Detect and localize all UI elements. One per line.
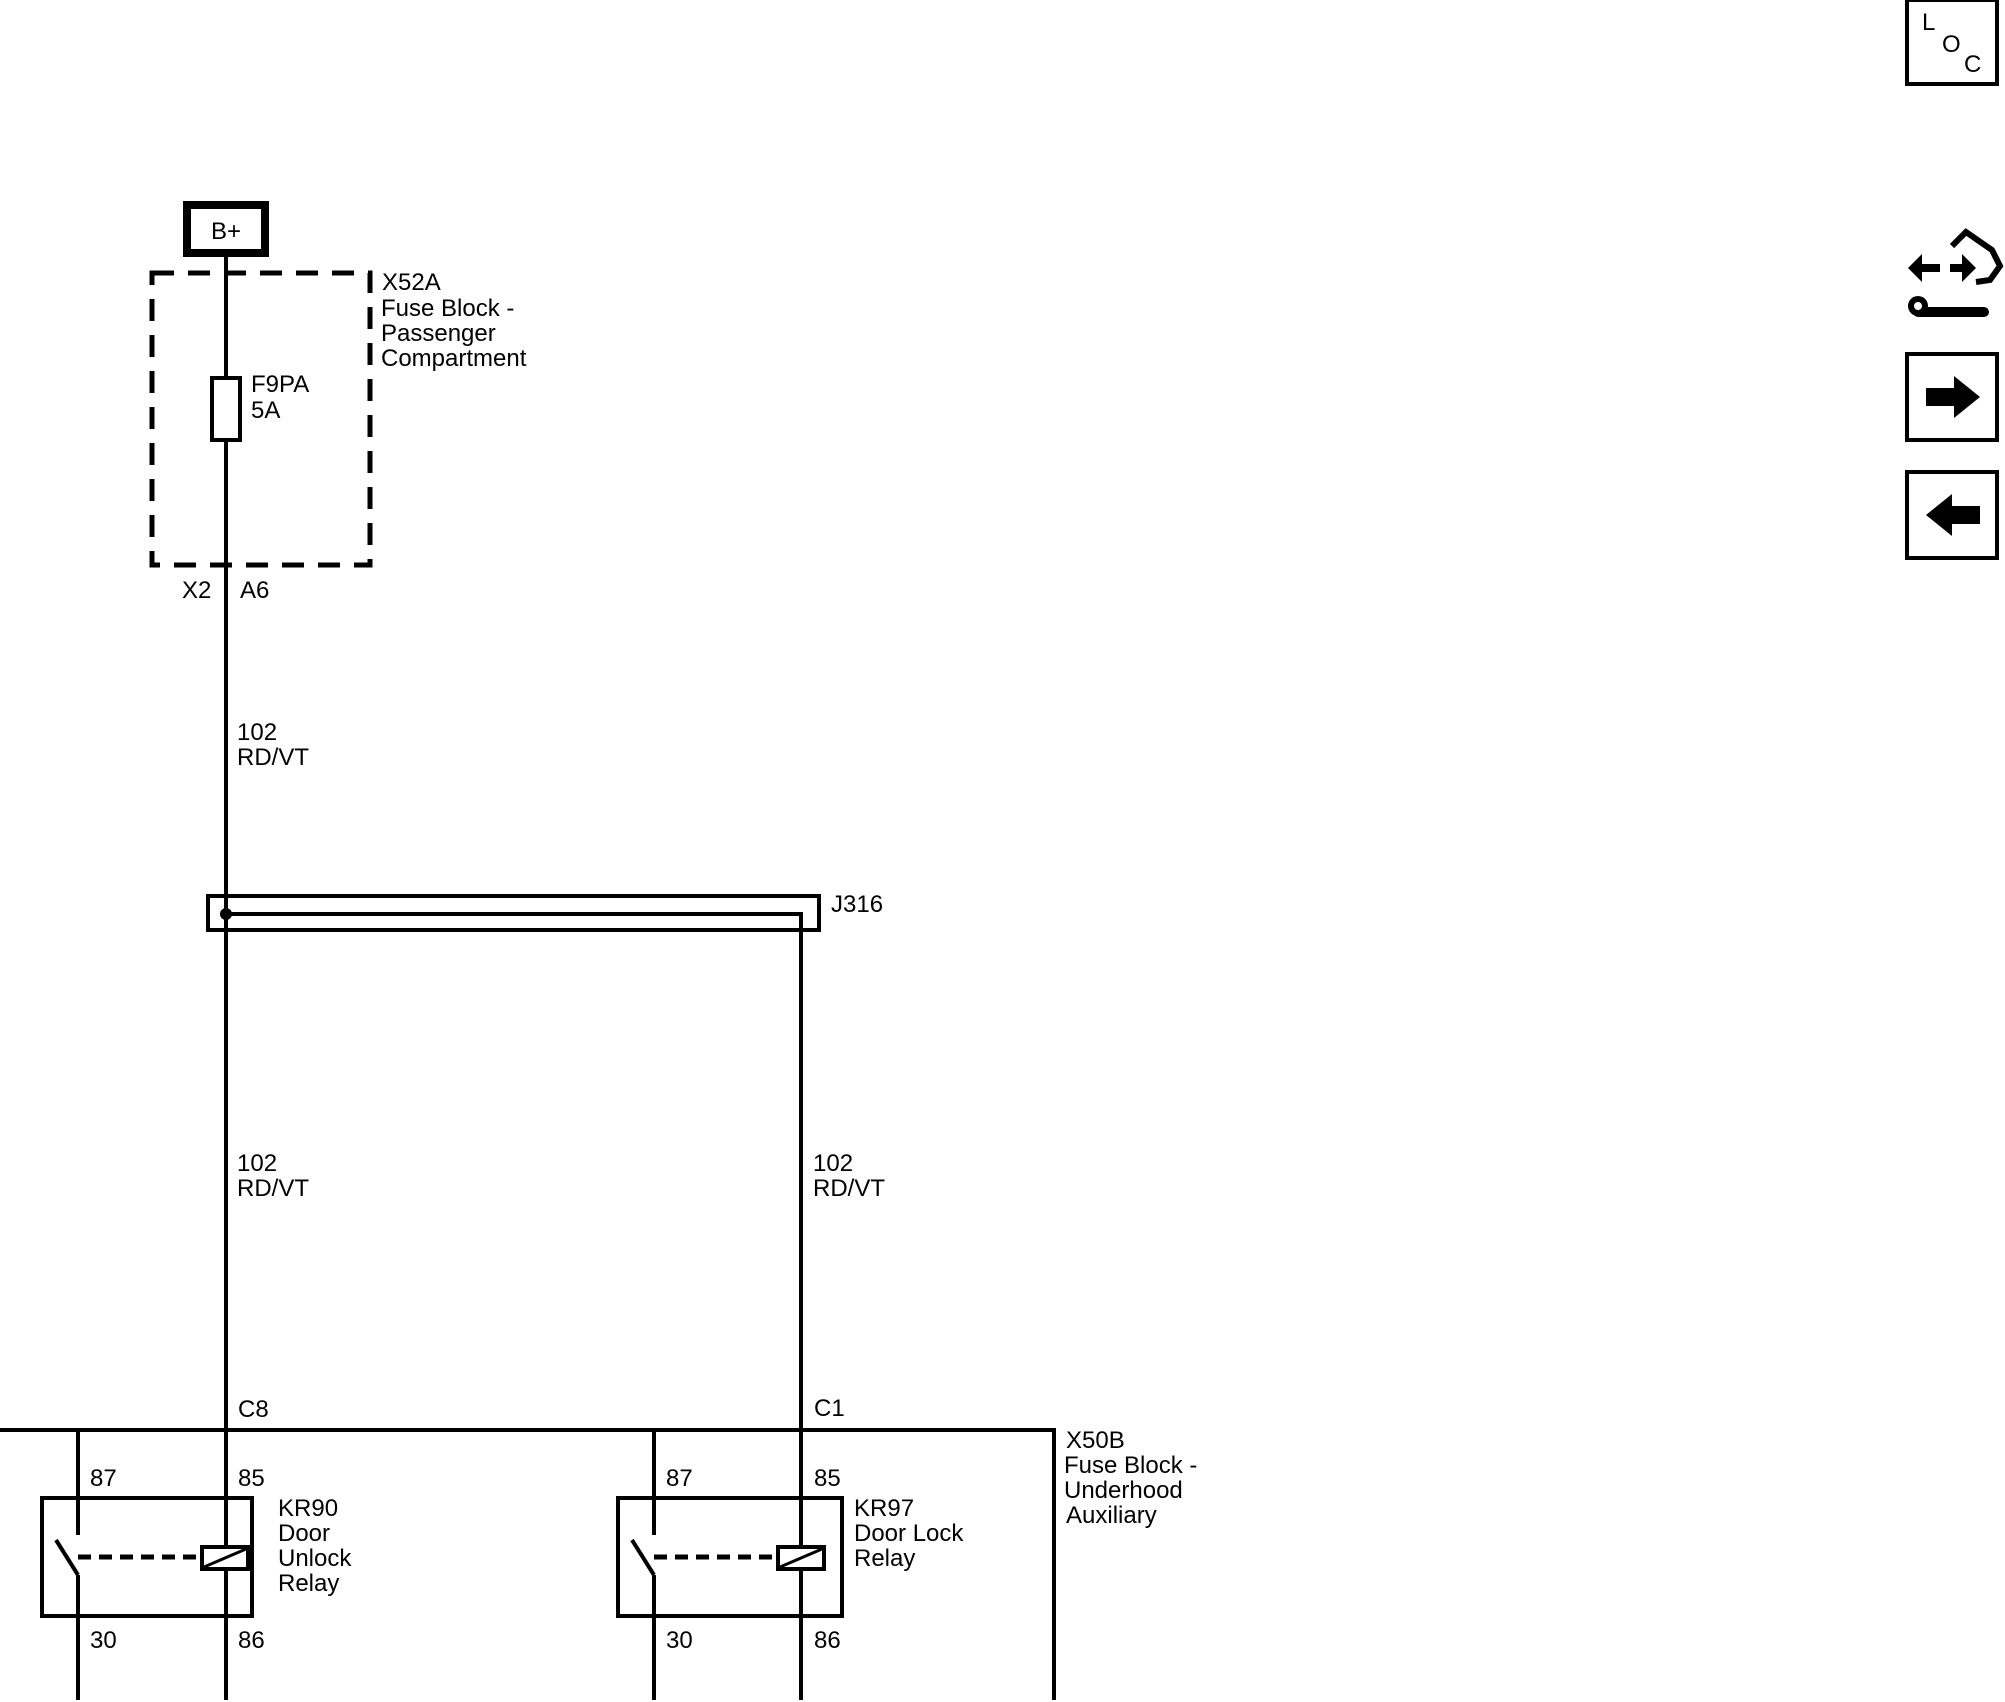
kr90-pin-85: 85 xyxy=(238,1465,265,1492)
kr90-name-3: Relay xyxy=(278,1570,339,1597)
wire-left-color: RD/VT xyxy=(237,1175,309,1202)
fuse-block-under-name-2: Underhood xyxy=(1064,1477,1183,1504)
fuse-block-pass-name-1: Fuse Block - xyxy=(381,295,514,322)
fuse-rating: 5A xyxy=(251,397,280,424)
fuse-block-pass-id: X52A xyxy=(382,269,441,296)
wire-left-circuit: 102 xyxy=(237,1150,277,1177)
fuse-block-pass-name-3: Compartment xyxy=(381,345,527,372)
wire-right-color: RD/VT xyxy=(813,1175,885,1202)
splice-j316: J316 xyxy=(206,891,883,932)
fuse-f9pa: F9PA 5A xyxy=(210,371,309,442)
previous-page-button[interactable] xyxy=(1905,470,1999,560)
connector-x2-label: X2 xyxy=(182,577,211,604)
kr97-pin-87: 87 xyxy=(666,1465,693,1492)
wire-top-circuit: 102 xyxy=(237,719,277,746)
relay-kr97-door-lock: 87 85 30 86 KR97 Door Lock Relay xyxy=(616,1430,964,1700)
power-source-b-plus: B+ xyxy=(183,201,269,257)
wire-right-circuit: 102 xyxy=(813,1150,853,1177)
kr97-name-2: Relay xyxy=(854,1545,915,1572)
fuse-block-pass-name-2: Passenger xyxy=(381,320,496,347)
arrow-left-icon xyxy=(1926,494,1980,536)
next-page-button[interactable] xyxy=(1905,352,1999,442)
fuse-id: F9PA xyxy=(251,371,309,398)
relay-kr90-door-unlock: 87 85 30 86 KR90 Door Unlock Relay xyxy=(40,1430,352,1700)
loc-button[interactable]: L O C xyxy=(1905,0,1999,86)
connector-tool-icon[interactable] xyxy=(1908,228,2004,317)
pin-c8-label: C8 xyxy=(238,1396,269,1423)
fuse-block-underhood-auxiliary: X50B Fuse Block - Underhood Auxiliary xyxy=(0,1427,1197,1700)
loc-letter-o: O xyxy=(1942,31,1961,58)
power-label: B+ xyxy=(211,218,241,245)
kr97-pin-86: 86 xyxy=(814,1627,841,1654)
kr90-id: KR90 xyxy=(278,1495,338,1522)
pin-c1-label: C1 xyxy=(814,1395,845,1422)
kr90-name-1: Door xyxy=(278,1520,330,1547)
kr97-pin-85: 85 xyxy=(814,1465,841,1492)
kr90-pin-87: 87 xyxy=(90,1465,117,1492)
pin-a6-label: A6 xyxy=(240,577,269,604)
fuse-block-under-id: X50B xyxy=(1066,1427,1125,1454)
kr97-name-1: Door Lock xyxy=(854,1520,964,1547)
loc-letter-c: C xyxy=(1964,51,1981,78)
arrow-right-icon xyxy=(1926,376,1980,418)
kr97-pin-30: 30 xyxy=(666,1627,693,1654)
wire-top-color: RD/VT xyxy=(237,744,309,771)
kr90-pin-30: 30 xyxy=(90,1627,117,1654)
fuse-block-under-name-3: Auxiliary xyxy=(1066,1502,1157,1529)
kr90-pin-86: 86 xyxy=(238,1627,265,1654)
kr97-id: KR97 xyxy=(854,1495,914,1522)
loc-letter-l: L xyxy=(1922,9,1935,36)
fuse-block-passenger-compartment: X52A Fuse Block - Passenger Compartment xyxy=(149,269,527,568)
kr90-name-2: Unlock xyxy=(278,1545,352,1572)
splice-id: J316 xyxy=(831,891,883,918)
fuse-block-under-name-1: Fuse Block - xyxy=(1064,1452,1197,1479)
